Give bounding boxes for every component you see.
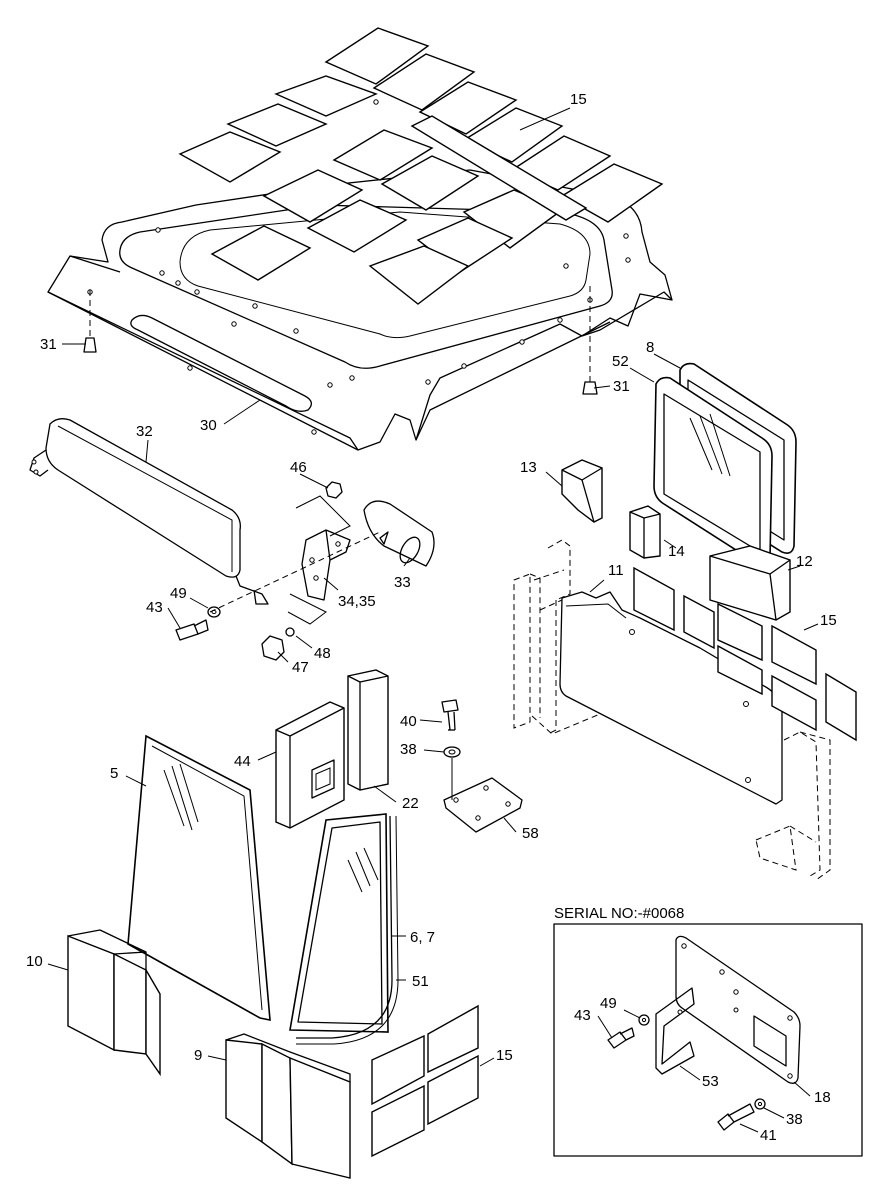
label-30: 30 xyxy=(200,417,217,434)
sun-visor xyxy=(29,418,269,605)
bracket-34-35 xyxy=(209,495,381,625)
roof-pads xyxy=(178,27,664,305)
roof-panel xyxy=(47,99,673,451)
label-22: 22 xyxy=(402,795,419,812)
label-6-7: 6, 7 xyxy=(410,929,435,946)
label-49-left: 49 xyxy=(170,585,187,602)
side-panel xyxy=(513,539,857,881)
pad-12 xyxy=(709,545,791,621)
glass-6-7 xyxy=(289,813,389,1033)
pad-22 xyxy=(347,669,389,791)
label-34-35: 34,35 xyxy=(338,593,376,610)
label-13: 13 xyxy=(520,459,537,476)
label-14: 14 xyxy=(668,543,685,560)
label-9: 9 xyxy=(194,1047,202,1064)
label-31-right: 31 xyxy=(613,378,630,395)
label-12: 12 xyxy=(796,553,813,570)
label-44: 44 xyxy=(234,753,251,770)
rear-window xyxy=(653,362,797,566)
label-41: 41 xyxy=(760,1127,777,1144)
label-58: 58 xyxy=(522,825,539,842)
leader-lines xyxy=(47,107,819,1133)
door-glass-5 xyxy=(127,734,271,1021)
pad-44 xyxy=(275,701,345,829)
bolt-40 xyxy=(441,699,459,731)
label-46: 46 xyxy=(290,459,307,476)
washer-38 xyxy=(443,746,461,800)
label-18: 18 xyxy=(814,1089,831,1106)
pad-9 xyxy=(225,1033,351,1179)
pad-14 xyxy=(629,505,661,559)
callout-labels: 15 8 52 31 31 30 32 46 13 14 11 12 15 33… xyxy=(26,91,837,1144)
label-53: 53 xyxy=(702,1073,719,1090)
label-38-left: 38 xyxy=(400,741,417,758)
label-15-top: 15 xyxy=(570,91,587,108)
label-5: 5 xyxy=(110,765,118,782)
label-43-left: 43 xyxy=(146,599,163,616)
bolt-43-washer-49 xyxy=(175,606,221,641)
serial-inset xyxy=(553,923,863,1157)
plate-58 xyxy=(443,777,523,833)
label-11: 11 xyxy=(608,562,624,579)
label-47: 47 xyxy=(292,659,309,676)
nut-46 xyxy=(325,481,343,499)
label-10: 10 xyxy=(26,953,43,970)
serial-title: SERIAL NO:-#0068 xyxy=(554,905,684,922)
label-38-inset: 38 xyxy=(786,1111,803,1128)
label-49-inset: 49 xyxy=(600,995,617,1012)
pads-15-group xyxy=(371,1004,479,1158)
handle-33 xyxy=(363,500,435,567)
label-52: 52 xyxy=(612,353,629,370)
label-8: 8 xyxy=(646,339,654,356)
pad-13 xyxy=(561,459,603,523)
label-32: 32 xyxy=(136,423,153,440)
label-40: 40 xyxy=(400,713,417,730)
label-33: 33 xyxy=(394,574,411,591)
label-31-left: 31 xyxy=(40,336,57,353)
label-48: 48 xyxy=(314,645,331,662)
pad-10 xyxy=(67,929,161,1077)
bolt-31-left xyxy=(83,290,97,353)
label-51: 51 xyxy=(412,973,429,990)
bolt-31-right xyxy=(582,286,598,395)
label-15-right: 15 xyxy=(820,612,837,629)
label-15-bottom: 15 xyxy=(496,1047,513,1064)
seal-51 xyxy=(296,815,399,1045)
nut-47-washer-48 xyxy=(261,627,295,661)
label-43-inset: 43 xyxy=(574,1007,591,1024)
